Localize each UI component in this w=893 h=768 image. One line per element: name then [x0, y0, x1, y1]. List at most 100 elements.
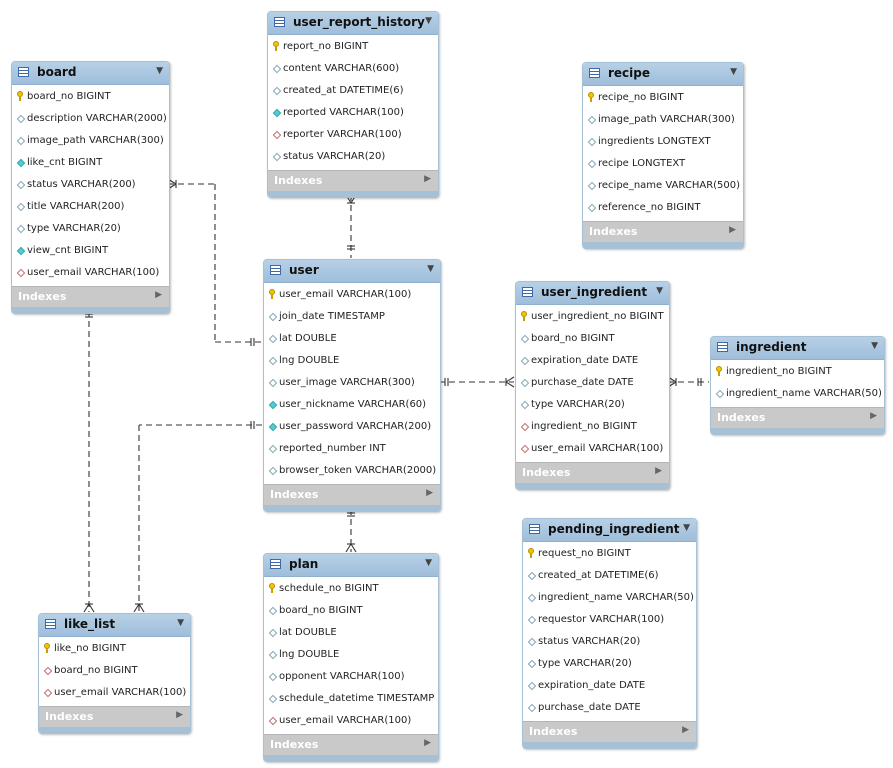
column-row[interactable]: lat DOUBLE — [264, 329, 440, 351]
column-row[interactable]: status VARCHAR(20) — [523, 632, 696, 654]
column-row[interactable]: content VARCHAR(600) — [268, 59, 438, 81]
column-row[interactable]: status VARCHAR(200) — [12, 175, 169, 197]
indexes-section[interactable]: Indexes▶ — [516, 462, 669, 483]
column-row[interactable]: join_date TIMESTAMP — [264, 307, 440, 329]
collapse-arrow-icon[interactable]: ▼ — [177, 618, 184, 628]
collapse-arrow-icon[interactable]: ▼ — [425, 558, 432, 568]
column-row[interactable]: purchase_date DATE — [516, 373, 669, 395]
column-row[interactable]: ingredient_name VARCHAR(50) — [711, 384, 884, 406]
indexes-section[interactable]: Indexes▶ — [264, 484, 440, 505]
column-row[interactable]: board_no BIGINT — [12, 87, 169, 109]
column-row[interactable]: schedule_no BIGINT — [264, 579, 438, 601]
column-row[interactable]: user_email VARCHAR(100) — [264, 711, 438, 733]
column-row[interactable]: lng DOUBLE — [264, 351, 440, 373]
table-header[interactable]: board▼ — [12, 62, 169, 85]
column-row[interactable]: lat DOUBLE — [264, 623, 438, 645]
table-header[interactable]: ingredient▼ — [711, 337, 884, 360]
column-row[interactable]: title VARCHAR(200) — [12, 197, 169, 219]
indexes-section[interactable]: Indexes▶ — [12, 286, 169, 307]
column-row[interactable]: user_email VARCHAR(100) — [264, 285, 440, 307]
column-row[interactable]: board_no BIGINT — [516, 329, 669, 351]
column-row[interactable]: user_email VARCHAR(100) — [39, 683, 190, 705]
column-row[interactable]: requestor VARCHAR(100) — [523, 610, 696, 632]
column-row[interactable]: purchase_date DATE — [523, 698, 696, 720]
column-row[interactable]: user_email VARCHAR(100) — [516, 439, 669, 461]
column-row[interactable]: recipe_no BIGINT — [583, 88, 743, 110]
table-header[interactable]: user_report_history▼ — [268, 12, 438, 35]
column-row[interactable]: ingredient_name VARCHAR(50) — [523, 588, 696, 610]
column-row[interactable]: reporter VARCHAR(100) — [268, 125, 438, 147]
indexes-section[interactable]: Indexes▶ — [523, 721, 696, 742]
table-header[interactable]: user▼ — [264, 260, 440, 283]
column-row[interactable]: user_ingredient_no BIGINT — [516, 307, 669, 329]
expand-arrow-icon[interactable]: ▶ — [655, 466, 662, 476]
column-row[interactable]: like_cnt BIGINT — [12, 153, 169, 175]
column-row[interactable]: view_cnt BIGINT — [12, 241, 169, 263]
column-row[interactable]: user_password VARCHAR(200) — [264, 417, 440, 439]
column-row[interactable]: ingredient_no BIGINT — [711, 362, 884, 384]
column-row[interactable]: opponent VARCHAR(100) — [264, 667, 438, 689]
expand-arrow-icon[interactable]: ▶ — [424, 174, 431, 184]
indexes-section[interactable]: Indexes▶ — [583, 221, 743, 242]
column-row[interactable]: created_at DATETIME(6) — [523, 566, 696, 588]
collapse-arrow-icon[interactable]: ▼ — [425, 16, 432, 26]
column-row[interactable]: recipe_name VARCHAR(500) — [583, 176, 743, 198]
column-row[interactable]: ingredients LONGTEXT — [583, 132, 743, 154]
table-header[interactable]: plan▼ — [264, 554, 438, 577]
column-row[interactable]: type VARCHAR(20) — [516, 395, 669, 417]
indexes-section[interactable]: Indexes▶ — [39, 706, 190, 727]
expand-arrow-icon[interactable]: ▶ — [424, 738, 431, 748]
column-row[interactable]: user_email VARCHAR(100) — [12, 263, 169, 285]
column-row[interactable]: description VARCHAR(2000) — [12, 109, 169, 131]
table-header[interactable]: recipe▼ — [583, 63, 743, 86]
expand-arrow-icon[interactable]: ▶ — [155, 290, 162, 300]
column-row[interactable]: report_no BIGINT — [268, 37, 438, 59]
collapse-arrow-icon[interactable]: ▼ — [427, 264, 434, 274]
column-row[interactable]: expiration_date DATE — [516, 351, 669, 373]
column-row[interactable]: board_no BIGINT — [39, 661, 190, 683]
expand-arrow-icon[interactable]: ▶ — [870, 411, 877, 421]
indexes-section[interactable]: Indexes▶ — [268, 170, 438, 191]
column-row[interactable]: type VARCHAR(20) — [523, 654, 696, 676]
column-row[interactable]: request_no BIGINT — [523, 544, 696, 566]
table-header[interactable]: user_ingredient▼ — [516, 282, 669, 305]
column-row[interactable]: like_no BIGINT — [39, 639, 190, 661]
column-row[interactable]: image_path VARCHAR(300) — [12, 131, 169, 153]
table-user-ingredient[interactable]: user_ingredient▼user_ingredient_no BIGIN… — [515, 281, 670, 490]
table-header[interactable]: like_list▼ — [39, 614, 190, 637]
column-row[interactable]: user_image VARCHAR(300) — [264, 373, 440, 395]
column-row[interactable]: user_nickname VARCHAR(60) — [264, 395, 440, 417]
indexes-section[interactable]: Indexes▶ — [711, 407, 884, 428]
table-header[interactable]: pending_ingredient▼ — [523, 519, 696, 542]
column-row[interactable]: browser_token VARCHAR(2000) — [264, 461, 440, 483]
collapse-arrow-icon[interactable]: ▼ — [871, 341, 878, 351]
column-row[interactable]: lng DOUBLE — [264, 645, 438, 667]
expand-arrow-icon[interactable]: ▶ — [426, 488, 433, 498]
column-row[interactable]: created_at DATETIME(6) — [268, 81, 438, 103]
column-row[interactable]: schedule_datetime TIMESTAMP — [264, 689, 438, 711]
column-row[interactable]: expiration_date DATE — [523, 676, 696, 698]
column-row[interactable]: type VARCHAR(20) — [12, 219, 169, 241]
expand-arrow-icon[interactable]: ▶ — [176, 710, 183, 720]
column-row[interactable]: reported VARCHAR(100) — [268, 103, 438, 125]
indexes-section[interactable]: Indexes▶ — [264, 734, 438, 755]
expand-arrow-icon[interactable]: ▶ — [729, 225, 736, 235]
collapse-arrow-icon[interactable]: ▼ — [156, 66, 163, 76]
expand-arrow-icon[interactable]: ▶ — [682, 725, 689, 735]
column-row[interactable]: reported_number INT — [264, 439, 440, 461]
collapse-arrow-icon[interactable]: ▼ — [656, 286, 663, 296]
column-row[interactable]: ingredient_no BIGINT — [516, 417, 669, 439]
column-row[interactable]: board_no BIGINT — [264, 601, 438, 623]
column-row[interactable]: status VARCHAR(20) — [268, 147, 438, 169]
column-row[interactable]: recipe LONGTEXT — [583, 154, 743, 176]
collapse-arrow-icon[interactable]: ▼ — [683, 523, 690, 533]
collapse-arrow-icon[interactable]: ▼ — [730, 67, 737, 77]
table-user[interactable]: user▼user_email VARCHAR(100)join_date TI… — [263, 259, 441, 512]
